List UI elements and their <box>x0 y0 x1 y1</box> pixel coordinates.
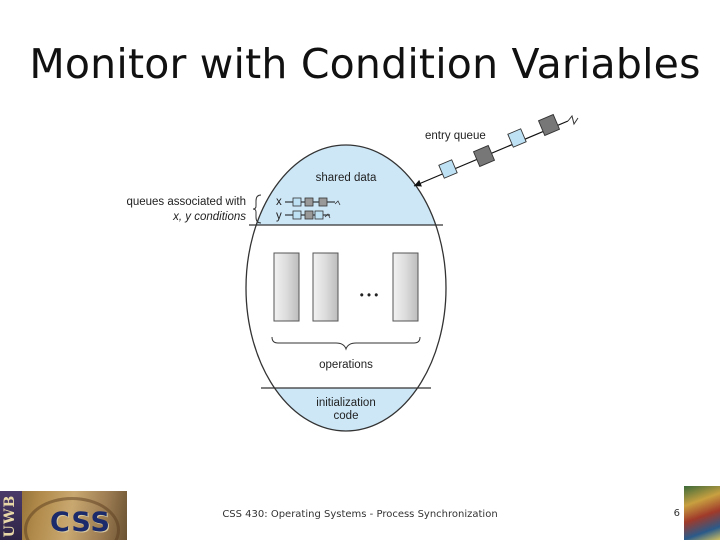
shared-data-label: shared data <box>316 172 377 184</box>
queues-label-line2: x, y conditions <box>172 211 246 223</box>
operation-box-2 <box>312 252 339 322</box>
condition-queue-y <box>285 210 331 220</box>
page-number: 6 <box>673 508 680 519</box>
monitor-outline <box>245 144 447 432</box>
operations-brace <box>271 336 421 351</box>
init-label-line2: code <box>334 410 359 422</box>
book-cover-logo <box>684 486 720 540</box>
entry-process-1 <box>438 159 458 179</box>
init-label-line1: initialization <box>316 397 375 409</box>
queues-brace <box>252 194 262 224</box>
cond-x-label: x <box>276 196 282 208</box>
entry-process-3 <box>507 128 527 148</box>
entry-process-2 <box>472 144 496 168</box>
slide-footer: CSS 430: Operating Systems - Process Syn… <box>222 509 498 520</box>
operation-box-1 <box>273 252 300 322</box>
entry-queue-break <box>567 114 579 126</box>
entry-queue-label: entry queue <box>425 130 486 142</box>
queues-label-line1: queues associated with <box>126 196 246 208</box>
operation-box-3 <box>392 252 419 322</box>
operations-label: operations <box>319 359 373 371</box>
operations-ellipsis: • • • <box>360 290 378 302</box>
condition-queue-x <box>285 197 341 207</box>
entry-process-4 <box>537 113 561 137</box>
cond-y-label: y <box>276 210 282 222</box>
slide-title: Monitor with Condition Variables <box>29 40 701 88</box>
entry-queue-processes <box>438 113 561 179</box>
uwb-css-logo: UWB CSS <box>0 491 127 540</box>
